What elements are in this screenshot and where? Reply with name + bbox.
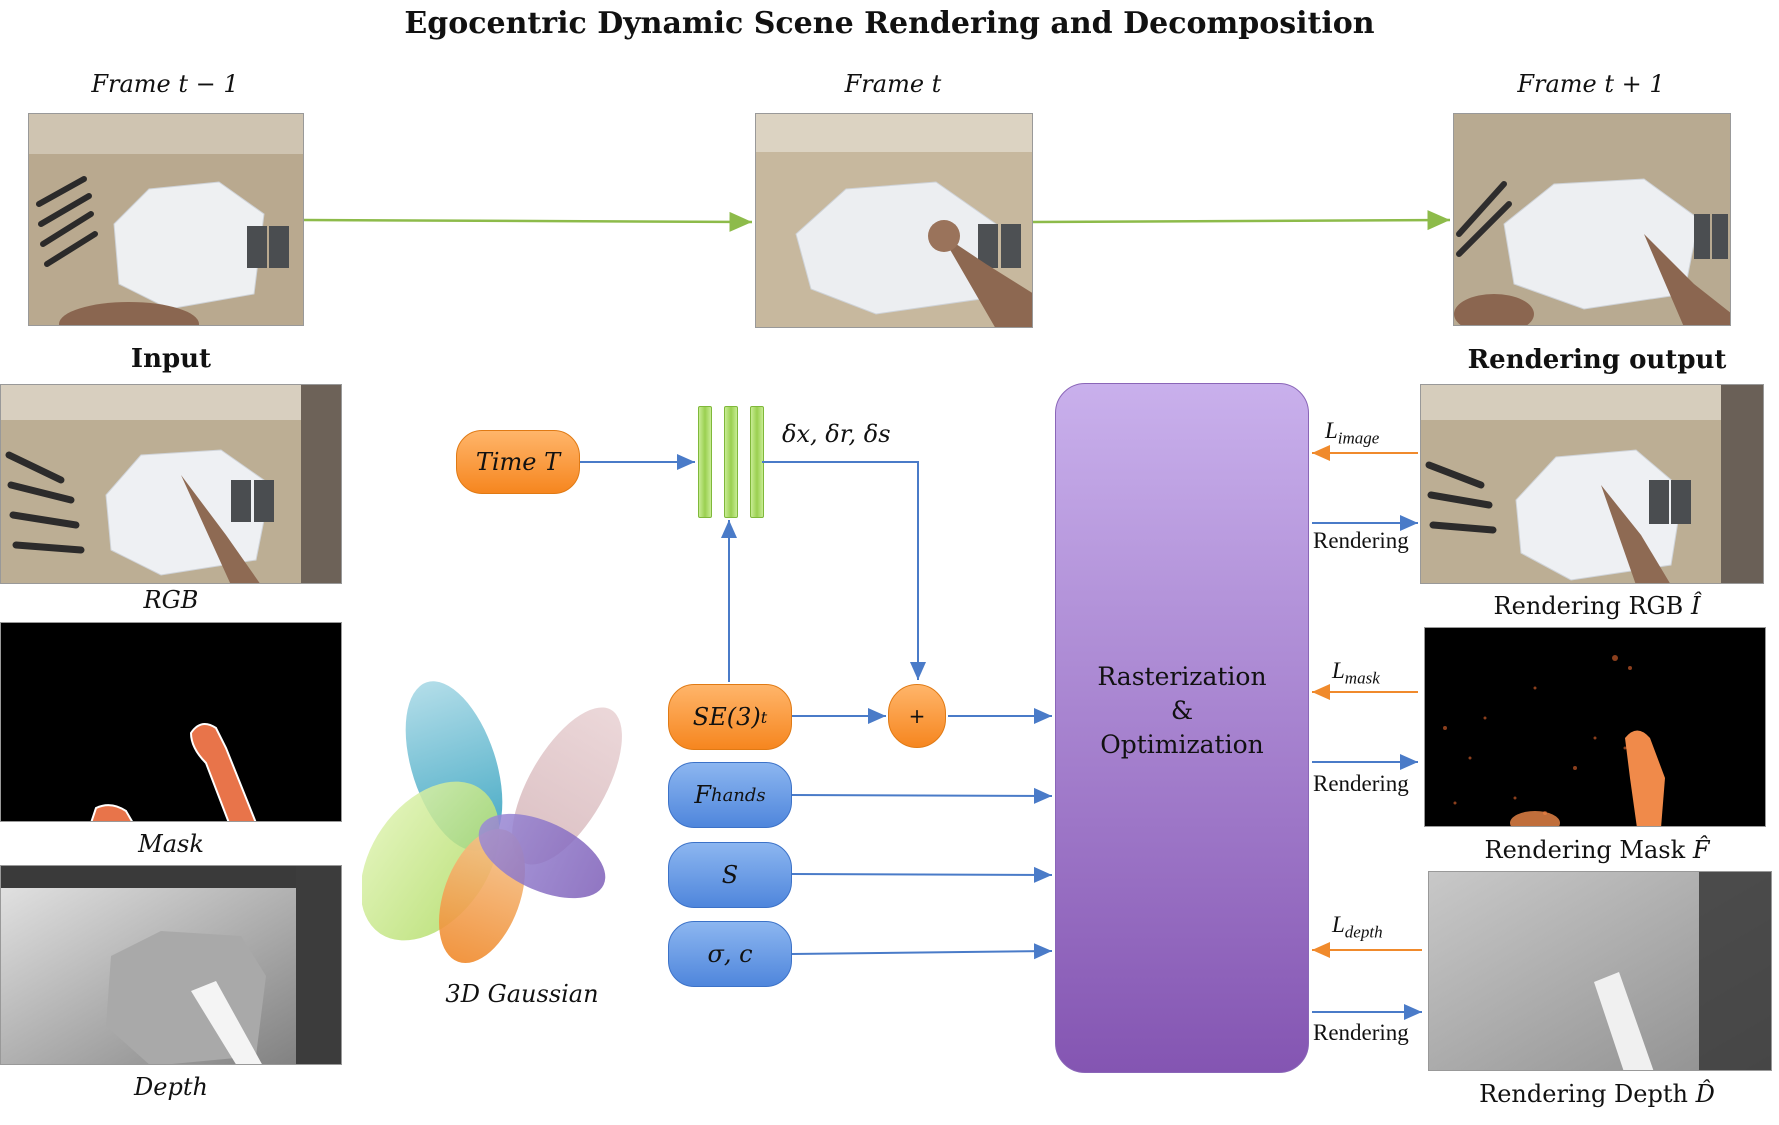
loss-image-prefix: L	[1325, 418, 1338, 443]
loss-mask-label: Lmask	[1332, 658, 1380, 689]
se3-label: SE(3)	[692, 703, 761, 731]
time-node: Time T	[456, 430, 580, 494]
output-depth-image	[1428, 871, 1772, 1071]
gaussian-label: 3D Gaussian	[445, 980, 599, 1008]
output-rgb-label: Rendering RGB Î	[1420, 592, 1774, 620]
input-heading: Input	[130, 344, 212, 374]
output-depth-label: Rendering Depth D̂	[1420, 1080, 1774, 1108]
loss-image-subscript: image	[1337, 428, 1380, 448]
deform-params-label: δx, δr, δs	[782, 420, 891, 448]
output-heading: Rendering output	[1467, 345, 1727, 375]
rasterization-block	[1055, 383, 1309, 1073]
output-rgb-image	[1420, 384, 1764, 584]
output-mask-label: Rendering Mask F̂	[1420, 836, 1774, 864]
loss-image-label: Limage	[1325, 418, 1379, 449]
frame-current-label: Frame t	[844, 70, 942, 98]
raster-line-1: Rasterization	[1097, 662, 1267, 691]
rendering-depth-arrow-label: Rendering	[1313, 1020, 1409, 1045]
loss-depth-label: Ldepth	[1332, 912, 1383, 943]
output-depth-text: Rendering Depth	[1479, 1080, 1688, 1108]
input-rgb-image	[0, 384, 342, 584]
mlp-bar-1	[698, 406, 712, 518]
frame-prev-image	[28, 113, 304, 326]
output-mask-text: Rendering Mask	[1484, 836, 1686, 864]
fhands-subscript: hands	[710, 784, 766, 806]
input-depth-image	[0, 865, 342, 1065]
frame-current-image	[755, 113, 1033, 328]
loss-depth-subscript: depth	[1344, 922, 1383, 942]
input-depth-label: Depth	[134, 1073, 208, 1101]
fhands-label: F	[694, 781, 711, 809]
diagram-title: Egocentric Dynamic Scene Rendering and D…	[404, 6, 1375, 41]
raster-line-2: &	[1170, 696, 1194, 725]
output-rgb-text: Rendering RGB	[1493, 592, 1684, 620]
sigma-c-node: σ, c	[668, 921, 792, 987]
raster-line-3: Optimization	[1100, 730, 1264, 759]
mlp-bar-2	[724, 406, 738, 518]
loss-mask-subscript: mask	[1344, 668, 1380, 688]
se3-node: SE(3)t	[668, 684, 792, 750]
output-rgb-symbol: Î	[1690, 592, 1701, 620]
output-mask-symbol: F̂	[1692, 836, 1710, 864]
se3-subscript: t	[760, 707, 768, 727]
frame-next-image	[1453, 113, 1731, 326]
s-node: S	[668, 842, 792, 908]
output-mask-image	[1424, 627, 1766, 827]
input-rgb-label: RGB	[143, 586, 199, 614]
frame-prev-label: Frame t − 1	[91, 70, 239, 98]
rendering-mask-arrow-label: Rendering	[1313, 771, 1409, 796]
rendering-rgb-arrow-label: Rendering	[1313, 528, 1409, 553]
rasterization-text: Rasterization & Optimization	[1055, 660, 1309, 762]
loss-mask-prefix: L	[1332, 658, 1345, 683]
frame-next-label: Frame t + 1	[1517, 70, 1665, 98]
input-mask-label: Mask	[138, 830, 204, 858]
loss-depth-prefix: L	[1332, 912, 1345, 937]
input-mask-image	[0, 622, 342, 822]
plus-node: +	[888, 684, 946, 748]
output-depth-symbol: D̂	[1695, 1080, 1715, 1108]
gaussian-ellipses-graphic	[360, 676, 662, 976]
